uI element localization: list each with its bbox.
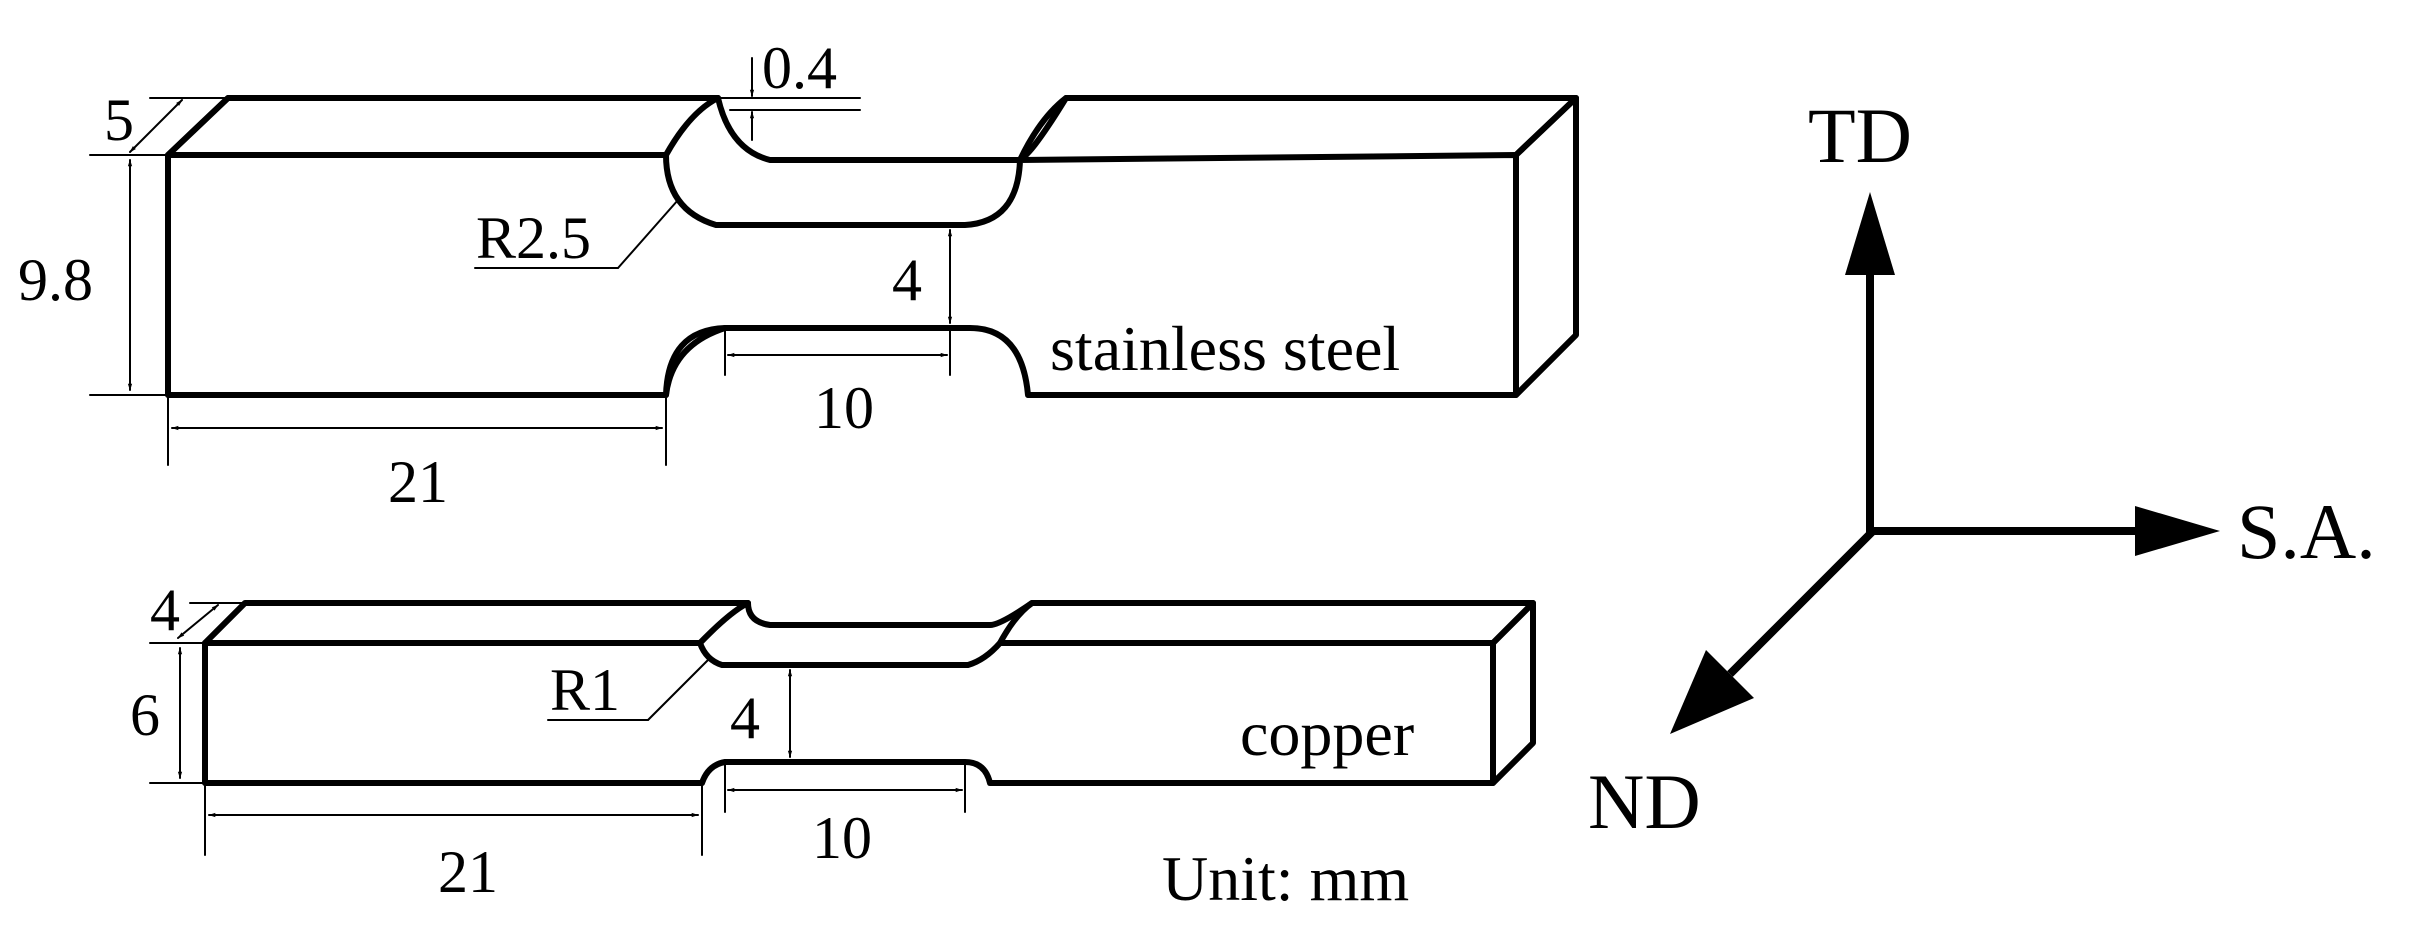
ss-notch-bottom-back [663,325,728,398]
ss-right-face [1513,95,1579,398]
ss-dim-gauge-width: 4 [892,247,922,313]
cu-dim-thickness: 4 [150,577,180,643]
ss-dim-step: 0.4 [762,35,837,101]
nd-label: ND [1588,758,1701,845]
cu-dim-4t-line [177,604,219,639]
ss-dim-radius: R2.5 [476,205,591,271]
nd-arrowhead [1670,650,1754,734]
ss-dim-grip-length: 21 [388,449,448,515]
ss-dim-thickness: 5 [104,87,134,153]
ss-top-face [165,95,1579,163]
cu-dim-height: 6 [130,682,160,748]
orientation-axes: TD S.A. ND [1588,92,2376,845]
cu-dim-radius: R1 [550,657,620,723]
ss-dim-gauge-length: 10 [814,375,874,441]
nd-axis [1727,529,1875,677]
ss-notch-top-back [663,95,721,158]
ss-dim-5-line [129,99,183,153]
cu-dim-grip-length: 21 [438,839,498,905]
unit-label: Unit: mm [1162,843,1409,914]
sa-label: S.A. [2237,488,2376,575]
cu-dim-gauge-length: 10 [812,805,872,871]
cu-notch-top-back-right [997,600,1035,646]
cu-notch-top-back [697,600,751,646]
stainless-steel-specimen: 5 9.8 0.4 R2.5 4 21 10 stainless steel [18,35,1579,515]
cu-dim-radius-pointer [647,659,709,721]
cu-right-face [1490,600,1536,786]
copper-specimen: 4 6 R1 4 21 10 copper [130,577,1536,905]
ss-material-label: stainless steel [1050,313,1400,384]
ss-dim-height: 9.8 [18,247,93,313]
cu-top-face [202,600,1536,646]
ss-notch-top-back-right [1017,95,1069,163]
ss-dim-radius-pointer [617,199,679,269]
td-arrowhead [1845,192,1895,275]
sa-arrowhead [2135,506,2220,556]
td-label: TD [1808,92,1912,179]
ss-back-edge-left [165,95,231,158]
cu-dim-gauge-width: 4 [730,685,760,751]
cu-material-label: copper [1240,698,1414,769]
